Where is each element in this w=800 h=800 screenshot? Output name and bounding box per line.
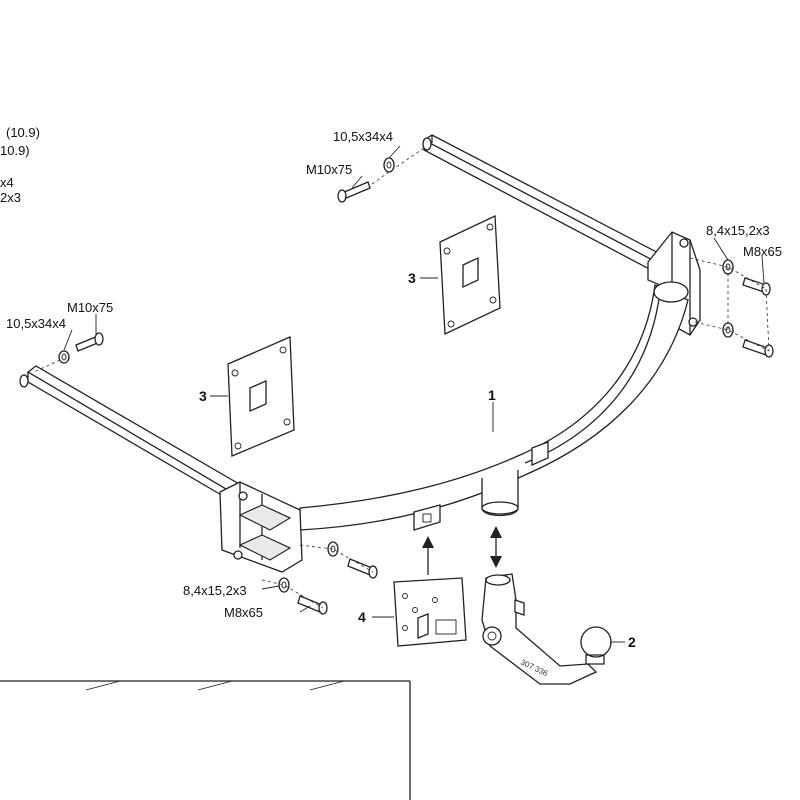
bottom-bolt-set [261,541,378,615]
mounting-plate-lower [227,336,295,457]
right-bolt-set [689,257,774,358]
fragment-text-1: (10.9) [6,125,40,140]
fragment-text-2: 10.9) [0,143,30,158]
label-washer-top: 10,5x34x4 [333,129,393,144]
label-washer-left: 10,5x34x4 [6,316,66,331]
callout-3-lower: 3 [199,388,207,404]
ball-insert-arrow [490,526,502,568]
label-washer-bottom: 8,4x15,2x3 [183,583,247,598]
label-bolt-right: M8x65 [743,244,782,259]
callout-3-upper: 3 [408,270,416,286]
callout-1: 1 [488,387,496,403]
callout-2: 2 [628,634,636,650]
top-bolt-set [337,147,425,203]
label-bolt-top: M10x75 [306,162,352,177]
mounting-plate-upper [439,214,501,336]
lock-insert-arrow [422,536,434,575]
left-mounting-bracket [219,481,303,573]
lower-side-rail [19,365,248,501]
upper-side-rail [422,134,670,273]
receiver-housing [413,441,549,531]
bottom-frame [0,680,411,800]
label-washer-right: 8,4x15,2x3 [706,223,770,238]
label-bolt-left: M10x75 [67,300,113,315]
left-bolt-set [33,332,104,373]
callout-4: 4 [358,609,366,625]
label-bolt-bottom: M8x65 [224,605,263,620]
lock-cover-part [393,577,467,647]
leader-lines [63,145,765,643]
fragment-text-3: x4 [0,175,14,190]
fragment-text-4: 2x3 [0,190,21,205]
towball-part: 307 336 [481,573,612,685]
